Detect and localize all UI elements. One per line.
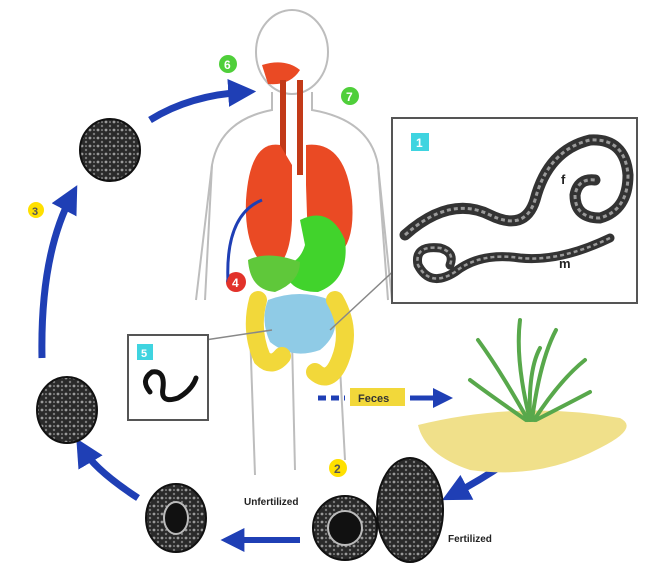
step-label-7: 7 [346,90,353,104]
egg-icon [80,119,140,181]
soil-scene [418,320,627,472]
step-label-4: 4 [232,276,239,290]
egg-icon [37,377,97,443]
step-label-5: 5 [141,348,147,360]
head-outline [256,10,328,94]
step-label-1: 1 [416,136,423,150]
egg-icon [377,458,443,562]
step-label-3: 3 [32,206,38,218]
eggs [37,119,443,562]
liver-organ [248,255,300,292]
feces-label: Feces [358,393,389,405]
egg-inner-icon [328,511,362,545]
small-intestine [264,294,335,354]
arrow-icon [82,448,138,498]
fertilized-label: Fertilized [448,534,492,545]
female-worm-label: f [561,172,566,187]
arrow-icon [42,195,72,358]
egg-inner-icon [164,502,188,534]
grass-icon [470,320,590,420]
arrow-icon [150,92,245,120]
left-lung [246,145,292,270]
unfertilized-label: Unfertilized [244,497,298,508]
step-label-6: 6 [224,58,231,72]
stomach-organ [285,216,346,293]
step-label-2: 2 [334,462,341,476]
organs [205,62,400,376]
male-worm-label: m [559,256,571,271]
